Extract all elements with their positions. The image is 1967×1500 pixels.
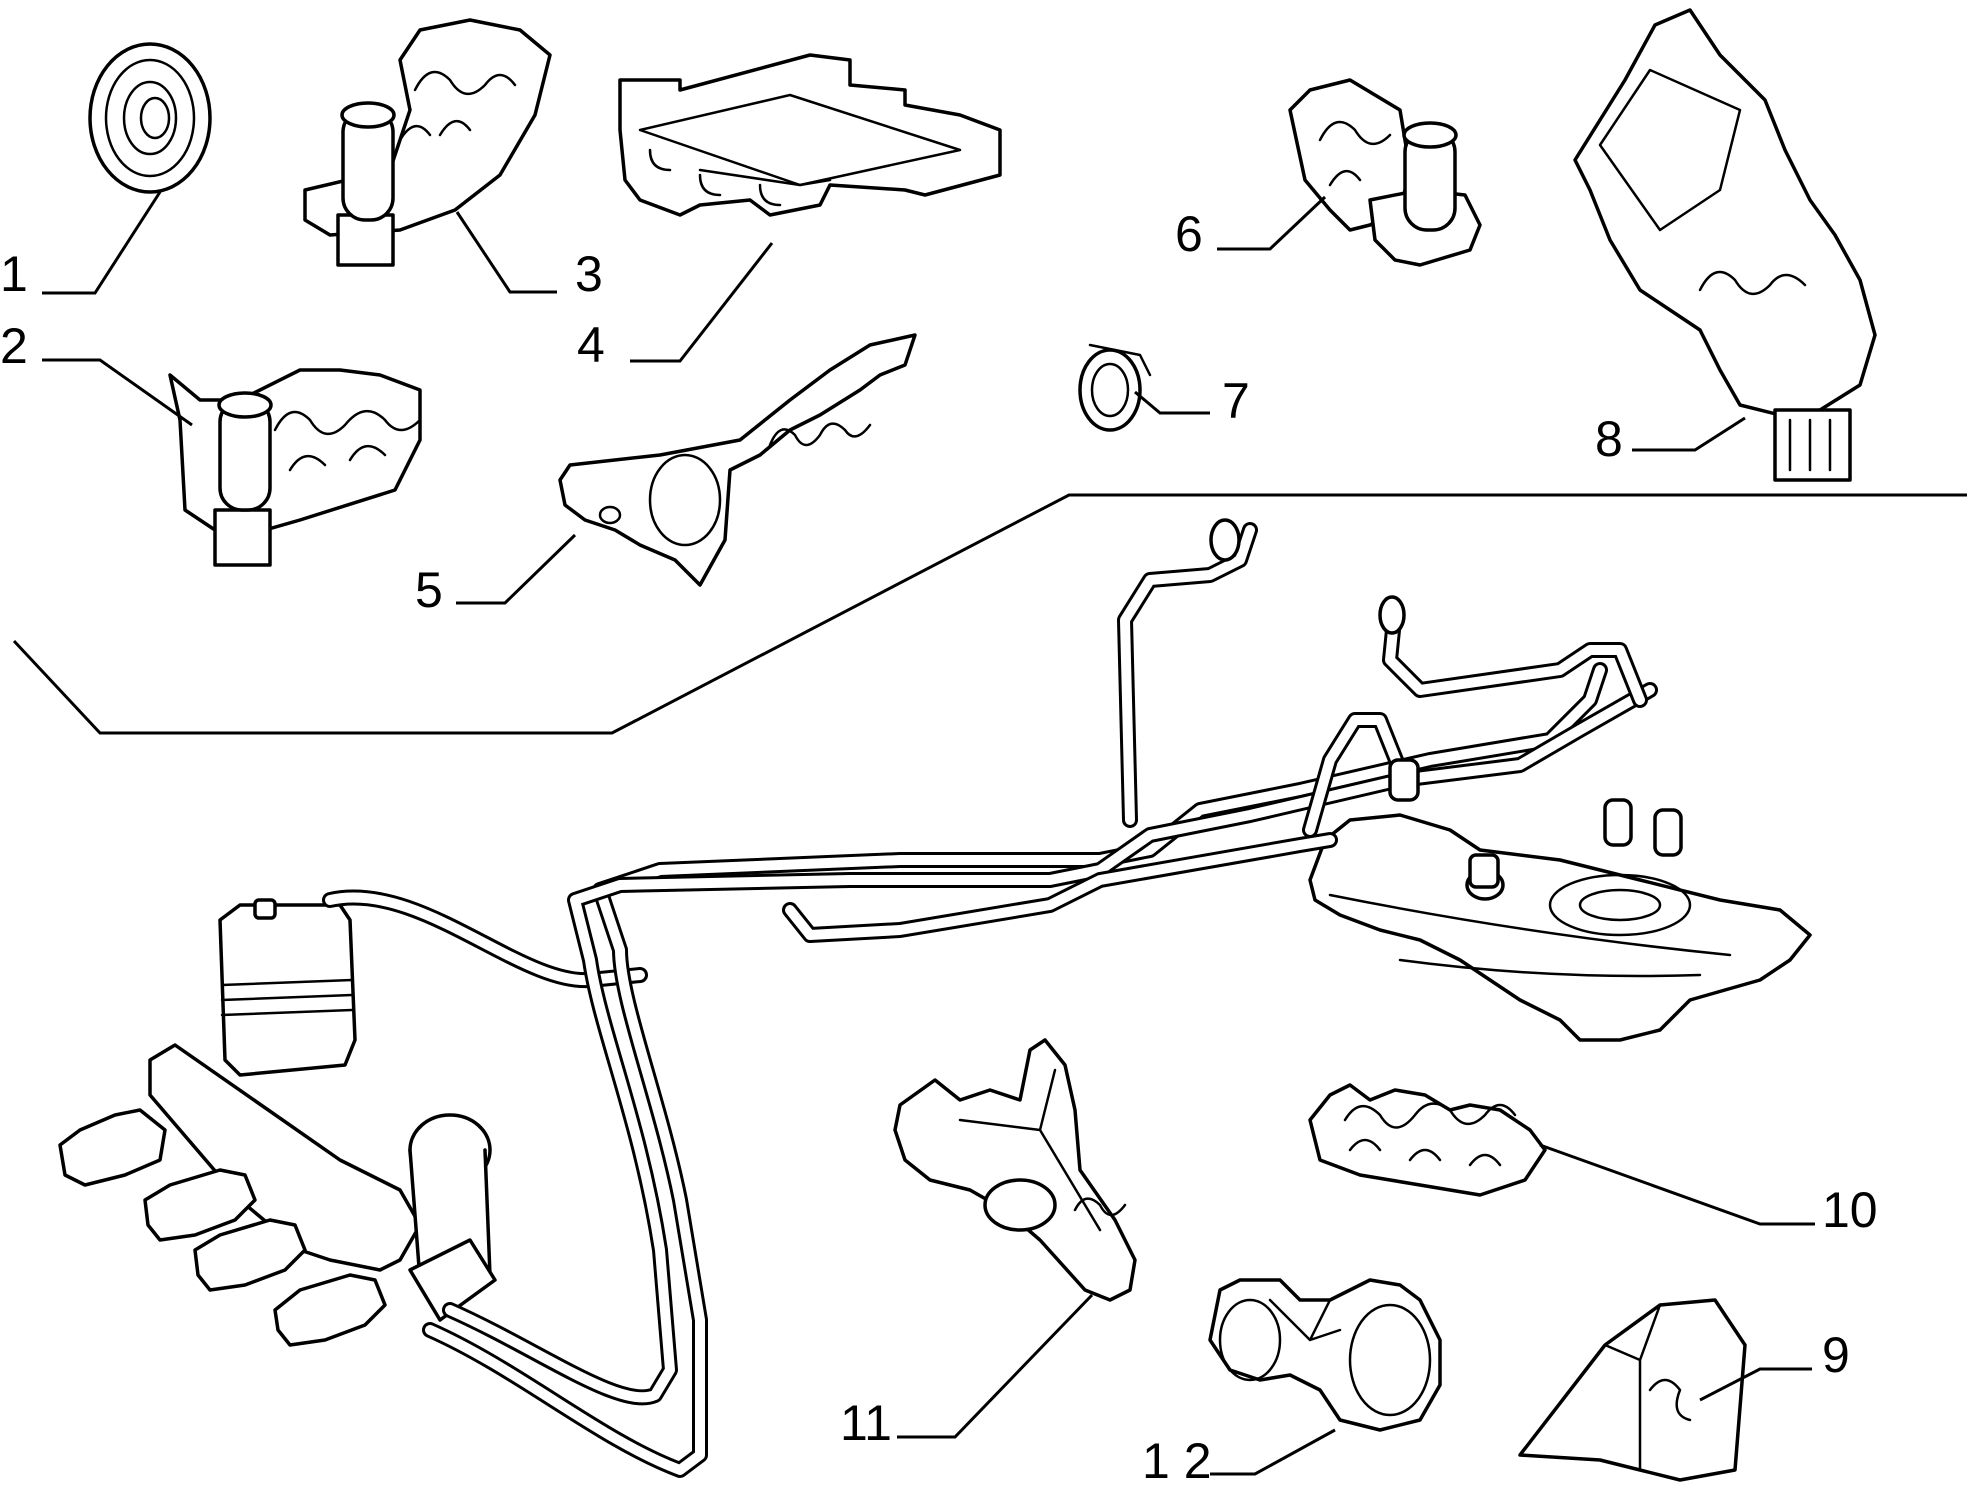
- part-5-pipe-bracket: [558, 333, 917, 587]
- callout-8: 8: [1595, 411, 1623, 467]
- callout-9: 9: [1822, 1327, 1850, 1383]
- callout-12: 1 2: [1142, 1433, 1212, 1489]
- part-4-pipe-tray: [618, 53, 1002, 217]
- leader-line-2: [42, 358, 193, 427]
- part-10-twin-clip: [1308, 1083, 1547, 1197]
- callout-1: 1: [0, 246, 28, 302]
- part-6-pipe-clip: [1288, 78, 1482, 267]
- leader-line-11: [897, 1293, 1094, 1439]
- fuel-lines: [322, 518, 1683, 1478]
- fuel-filter: [218, 898, 357, 1077]
- leader-line-3: [455, 211, 557, 294]
- part-7-hose-clamp: [1078, 343, 1152, 432]
- leader-line-5: [456, 533, 577, 605]
- leader-line-9: [1699, 1367, 1812, 1402]
- part-1-grommet: [88, 42, 212, 194]
- leader-line-8: [1632, 416, 1746, 452]
- callout-3: 3: [575, 246, 603, 302]
- callout-6: 6: [1175, 206, 1203, 262]
- callout-4: 4: [577, 317, 605, 373]
- part-3-pipe-clip: [303, 18, 552, 267]
- leader-line-4: [630, 242, 774, 363]
- callout-10: 10: [1822, 1182, 1878, 1238]
- leader-line-10: [1539, 1143, 1815, 1226]
- section-divider-line: [12, 493, 1967, 735]
- part-2-pipe-clip: [168, 368, 422, 567]
- leader-line-1: [42, 191, 162, 295]
- callout-11: 11: [840, 1395, 892, 1451]
- leader-line-6: [1217, 195, 1327, 251]
- part-12-double-clamp: [1208, 1278, 1442, 1432]
- fuel-injector-rail: [58, 1043, 497, 1347]
- callout-7: 7: [1222, 373, 1250, 429]
- fuel-tank: [1308, 813, 1812, 1042]
- leader-line-7: [1134, 390, 1210, 415]
- leader-line-12: [1210, 1428, 1336, 1476]
- part-9-clip: [1518, 1298, 1747, 1482]
- callout-5: 5: [415, 562, 443, 618]
- part-8-large-bracket: [1573, 8, 1877, 482]
- callout-2: 2: [0, 318, 28, 374]
- part-11-y-bracket: [893, 1038, 1137, 1302]
